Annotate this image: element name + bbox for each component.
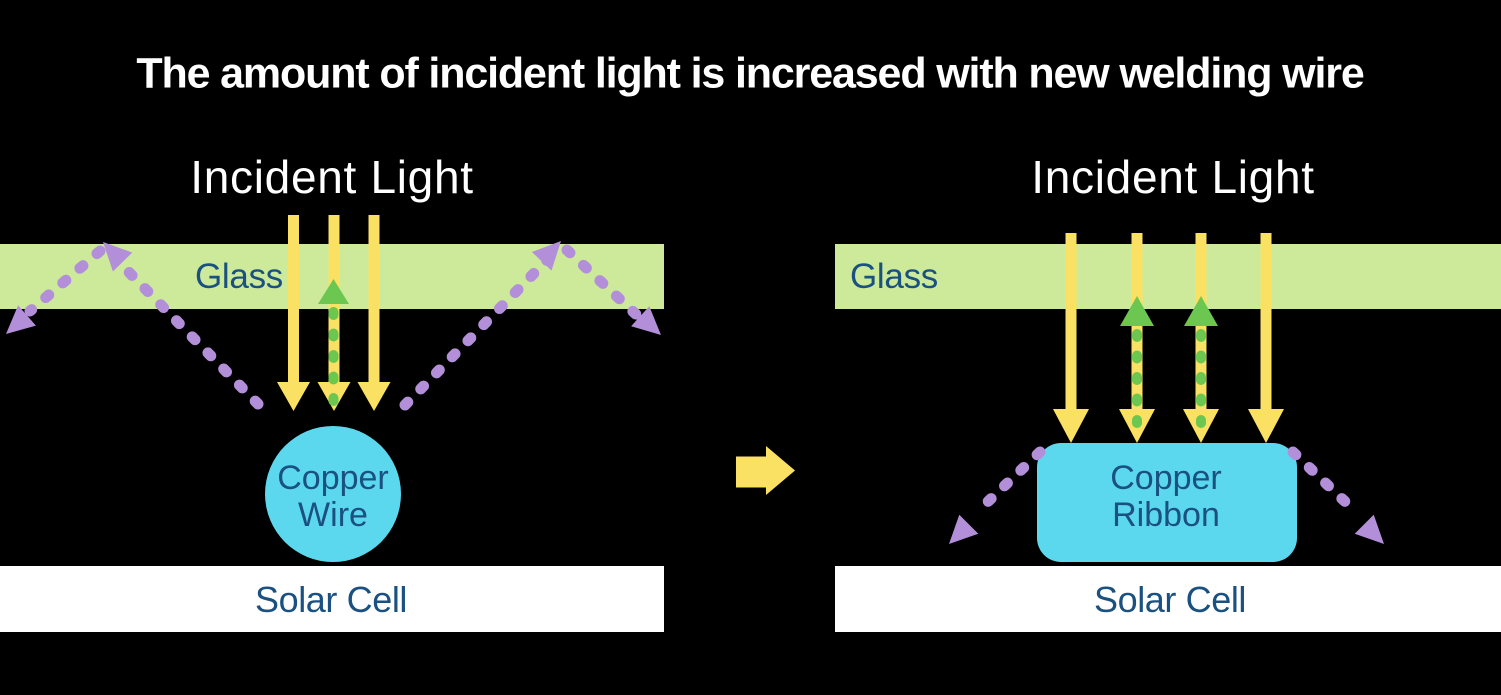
- copper-ribbon-label-line2: Ribbon: [1112, 496, 1220, 534]
- scattered-rays-before-icon: [6, 241, 661, 411]
- glass-band-after: [835, 244, 1501, 309]
- reflected-arrows-after-icon: [1120, 296, 1218, 440]
- copper-wire-label-line2: Wire: [298, 496, 368, 534]
- copper-wire-label-line1: Copper: [277, 459, 389, 497]
- solar-cell-label-after: Solar Cell: [1093, 579, 1247, 620]
- reflected-arrow-before-icon: [318, 279, 349, 409]
- incident-light-label-after: Incident Light: [1031, 151, 1315, 203]
- incident-light-label-before: Incident Light: [190, 151, 474, 203]
- solar-cell-band-after: [835, 566, 1501, 632]
- copper-ribbon-rect: [1037, 443, 1297, 562]
- glass-label-after: Glass: [850, 257, 938, 296]
- scattered-rays-after-icon: [949, 446, 1384, 544]
- glass-label-before: Glass: [195, 257, 283, 296]
- copper-wire-circle: [265, 426, 401, 562]
- solar-cell-band-before: [0, 566, 664, 632]
- copper-ribbon-label-line1: Copper: [1110, 459, 1222, 497]
- copper-wire-label: Copper Wire: [277, 460, 389, 534]
- copper-ribbon-label: Copper Ribbon: [1110, 460, 1222, 534]
- transition-arrow-icon: [736, 446, 795, 495]
- diagram-title: The amount of incident light is increase…: [136, 49, 1364, 98]
- solar-cell-label-before: Solar Cell: [254, 579, 408, 620]
- incident-arrows-after-icon: [1053, 233, 1284, 443]
